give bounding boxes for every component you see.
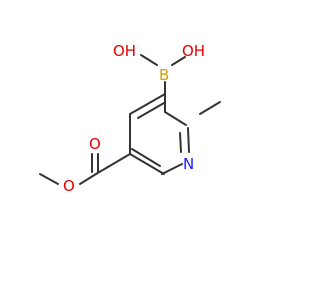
oh-right-label: OH <box>182 42 205 60</box>
bond-boron-oh-left <box>140 54 158 66</box>
bond-c4-c3 <box>129 93 166 115</box>
bond-ether-o-methyl <box>39 173 59 185</box>
carbonyl-oxygen-label: O <box>89 135 101 153</box>
bond-c5-ester-carbon <box>95 153 131 175</box>
bond-c2-n1-inner <box>179 132 182 153</box>
bond-n1-c6 <box>161 163 183 175</box>
bond-c2-n1 <box>187 127 190 153</box>
molecule-diagram: OH OH B N O O <box>39 42 221 195</box>
bond-ester-carbon-ether-o <box>79 173 97 185</box>
nitrogen-label: N <box>183 155 194 173</box>
oh-left-label: OH <box>113 42 136 60</box>
bond-boron-oh-right <box>171 56 186 66</box>
bond-lines <box>39 54 221 185</box>
bond-c2-methyl <box>199 101 221 115</box>
bond-c3-c2 <box>164 111 187 126</box>
bond-c6-c5 <box>129 153 165 175</box>
bond-c4-c3-inner <box>137 102 165 119</box>
boron-label: B <box>159 66 169 84</box>
ether-oxygen-label: O <box>63 177 75 195</box>
bond-c6-c5-inner <box>131 148 161 167</box>
